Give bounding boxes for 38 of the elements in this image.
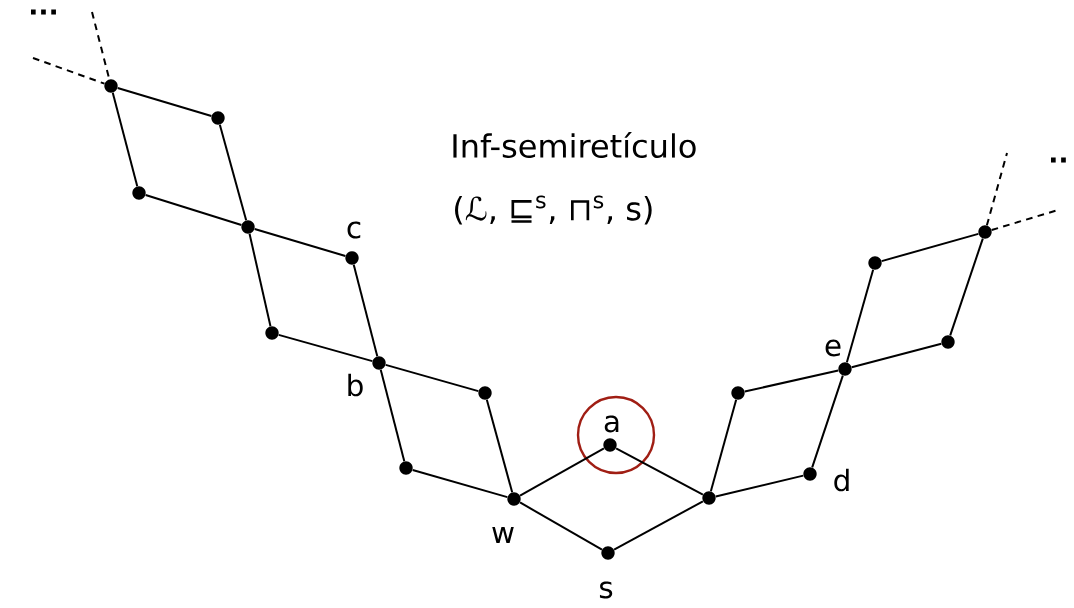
vertex-label: c — [347, 221, 361, 239]
edge-line — [485, 398, 514, 494]
dashed-line — [985, 152, 1008, 227]
vertex-label: d — [834, 468, 849, 492]
edge-line — [845, 268, 875, 364]
vertex-label: w — [492, 527, 514, 544]
edge-line — [714, 474, 805, 498]
edge-line — [949, 237, 984, 337]
ellipsis: .. — [1051, 157, 1066, 163]
edge-line — [519, 447, 605, 497]
edge-line — [111, 91, 139, 188]
edge-line — [144, 194, 243, 226]
edge-line — [218, 123, 248, 222]
vertex-label: b — [348, 373, 363, 397]
edge-line — [519, 501, 603, 551]
edge-line — [850, 342, 943, 369]
edge-line — [613, 500, 704, 551]
tuple-label: (ℒ, ⊑$^{s}$, ⊓$^{s}$, s) — [455, 195, 652, 225]
edge-line — [253, 228, 347, 258]
edge-line — [352, 263, 379, 358]
edge-line — [277, 333, 374, 363]
edge-line — [248, 232, 272, 328]
dashed-line — [990, 209, 1059, 231]
edge-line — [384, 363, 480, 393]
vertex-label: a — [604, 415, 619, 433]
dashed-line — [32, 57, 106, 85]
edge-line — [709, 398, 738, 493]
edge-line — [743, 369, 840, 393]
vertex-label: s — [599, 581, 613, 599]
edge-line — [880, 232, 980, 263]
ellipsis: ... — [31, 9, 56, 15]
edge-line — [411, 468, 509, 499]
edge-line — [116, 87, 213, 117]
edge-line — [379, 368, 406, 463]
title: Inf-semiretículo — [453, 132, 696, 159]
edge-line — [615, 447, 704, 496]
edge-line — [811, 374, 844, 469]
vertex-label: e — [825, 339, 841, 357]
